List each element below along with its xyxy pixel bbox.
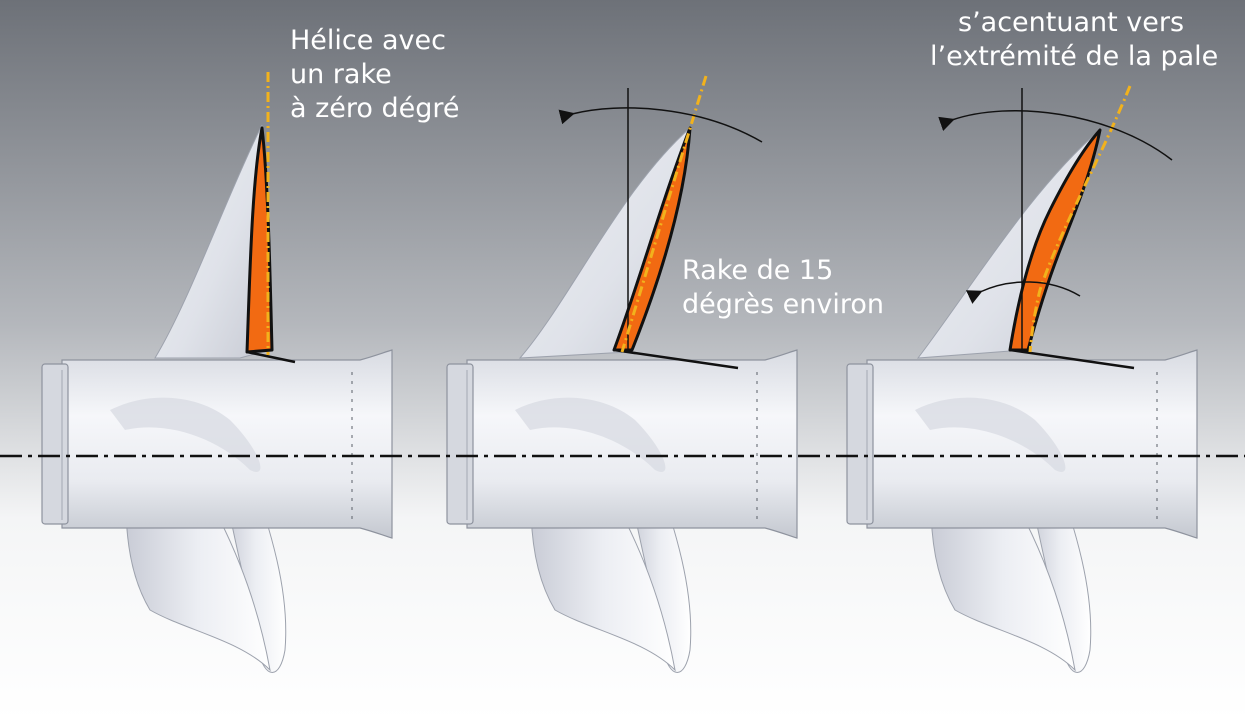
label-rake-15-line2: dégrès environ	[682, 289, 884, 320]
label-progressive-rake: s’acentuant vers l’extrémité de la pale	[930, 6, 1218, 74]
reference-line-progressive-rake	[1028, 85, 1132, 353]
angle-arc-root	[965, 281, 1081, 304]
blade-profile-progressive-rake	[1008, 128, 1102, 352]
label-progressive-line2: l’extrémité de la pale	[930, 41, 1219, 72]
propeller-progressive-rake	[846, 85, 1198, 674]
label-zero-rake-line2: un rake	[290, 59, 392, 90]
reference-line-fifteen-degree-rake	[620, 75, 708, 353]
label-zero-rake: Hélice avec un rake à zéro dégré	[290, 24, 460, 126]
angle-arc-fifteen-degree	[558, 107, 763, 143]
label-progressive-line1: s’acentuant vers	[958, 7, 1185, 38]
angle-arc-tip	[938, 109, 1173, 161]
propeller-fifteen-degree-rake	[446, 75, 798, 674]
label-fifteen-degree-rake: Rake de 15 dégrès environ	[682, 254, 884, 322]
blade-profile-zero-rake	[245, 126, 274, 354]
label-zero-rake-line1: Hélice avec	[290, 25, 446, 56]
label-zero-rake-line3: à zéro dégré	[290, 93, 460, 124]
label-rake-15-line1: Rake de 15	[682, 255, 834, 286]
propeller-zero-rake	[41, 72, 393, 674]
